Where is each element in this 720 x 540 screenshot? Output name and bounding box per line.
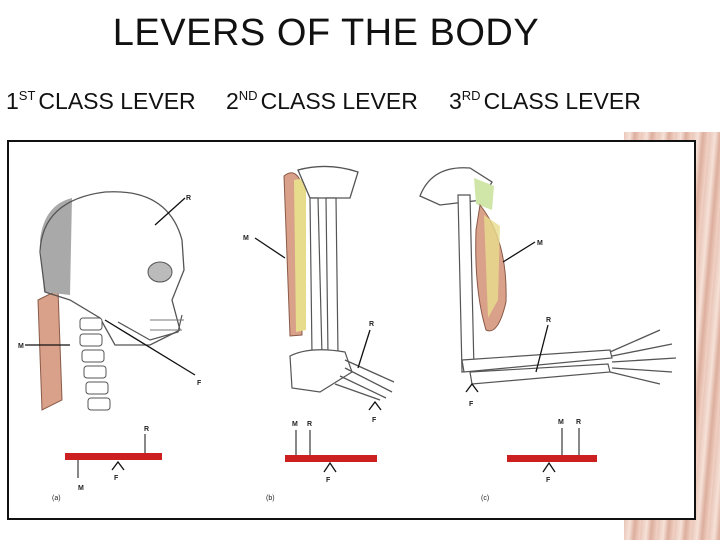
neck-muscle <box>37 289 63 411</box>
cartilage-pad <box>474 178 494 210</box>
fulcrum-label: F <box>372 417 377 424</box>
biceps-yellow <box>484 215 500 318</box>
fulcrum-wedge <box>542 461 556 473</box>
muscle-yellow <box>294 178 306 332</box>
ordinal-suffix: RD <box>461 88 481 103</box>
cervical-vertebrae <box>79 317 111 411</box>
lever-m-label: M <box>558 419 564 426</box>
lever-bar <box>285 455 377 462</box>
panel-c: M R F M R F (c) <box>419 167 677 502</box>
class-number: 2 <box>226 88 239 114</box>
lever-f-label: F <box>114 475 119 482</box>
ordinal-suffix: ST <box>18 88 36 103</box>
panel-b: M R F M R F (b) <box>243 165 395 502</box>
eye-socket <box>147 261 173 283</box>
fulcrum-marker <box>465 382 479 393</box>
panel-caption: (c) <box>481 495 489 502</box>
teeth <box>150 319 184 331</box>
muscle-label: M <box>243 235 249 242</box>
panel-caption: (b) <box>266 495 275 502</box>
page-title: LEVERS OF THE BODY <box>112 12 540 54</box>
fulcrum-wedge <box>111 460 125 471</box>
fulcrum-wedge <box>323 461 337 473</box>
lever-bar <box>65 453 162 460</box>
lever-r-label: R <box>144 426 149 433</box>
class-label: CLASS LEVER <box>483 88 641 114</box>
fulcrum-label: F <box>469 401 474 408</box>
muscle-label: M <box>537 240 543 247</box>
resistance-label: R <box>546 317 551 324</box>
muscle-label: M <box>18 343 24 350</box>
ankle <box>289 349 353 393</box>
long-bone-1 <box>309 197 323 356</box>
resistance-label: R <box>369 321 374 328</box>
lever-m-label: M <box>78 485 84 492</box>
panel-a: R M F R M F (a) <box>18 191 202 502</box>
jaw <box>117 314 183 341</box>
resistance-label: R <box>186 195 191 202</box>
long-bone-2 <box>325 197 339 356</box>
lever-f-label: F <box>326 477 331 484</box>
lever-m-label: M <box>292 421 298 428</box>
lever-r-label: R <box>307 421 312 428</box>
class-number: 1 <box>6 88 19 114</box>
panel-caption: (a) <box>52 495 61 502</box>
fulcrum-marker <box>368 400 382 411</box>
ordinal-suffix: ND <box>238 88 258 103</box>
fulcrum-label: F <box>197 380 202 387</box>
upper-bone <box>297 165 359 199</box>
humerus <box>457 194 475 373</box>
lever-f-label: F <box>546 477 551 484</box>
foot-bones <box>334 359 395 401</box>
lever-r-label: R <box>576 419 581 426</box>
class-number: 3 <box>449 88 462 114</box>
class-label: CLASS LEVER <box>38 88 196 114</box>
forearm-bone-1 <box>461 349 613 373</box>
lever-bar <box>507 455 597 462</box>
class-label: CLASS LEVER <box>260 88 418 114</box>
hand-bones <box>609 329 677 385</box>
